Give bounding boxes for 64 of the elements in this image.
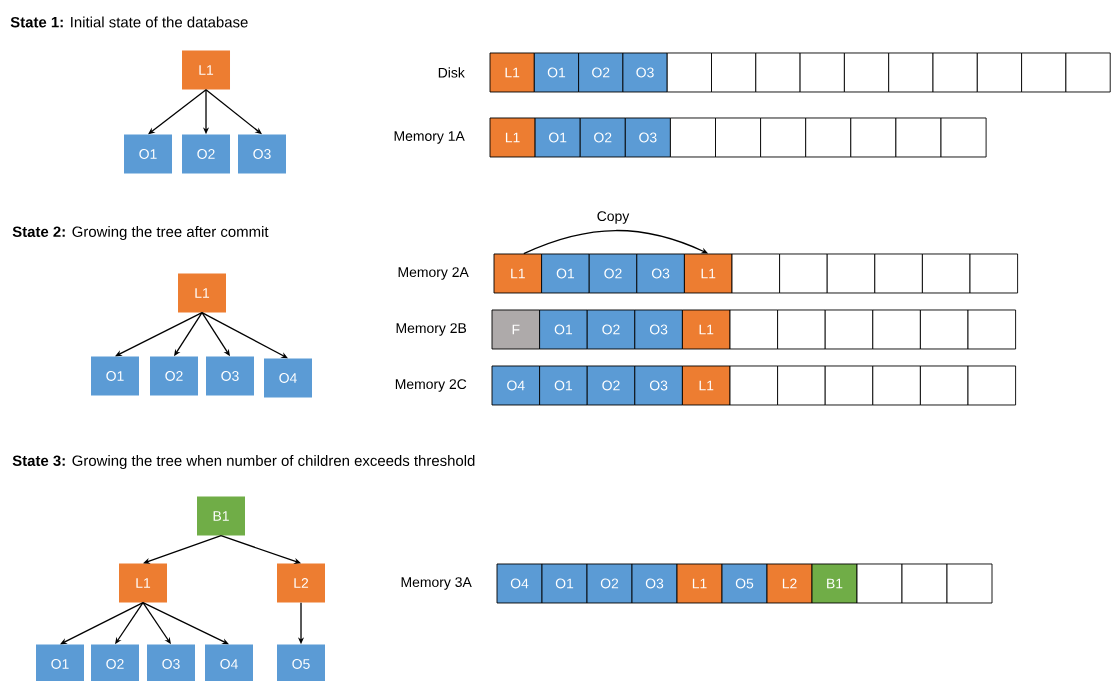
edge-label: Copy <box>595 210 631 225</box>
memory-cell: O2 <box>586 309 636 350</box>
memory-cell: O3 <box>634 309 683 350</box>
memory-cell: O2 <box>586 365 636 406</box>
memory-cell: O2 <box>588 253 638 294</box>
memory-cell: L1 <box>676 563 723 604</box>
row-label: Memory 2B <box>396 323 467 336</box>
tree-node-box: L1 <box>182 50 230 90</box>
tree-node-box: O3 <box>238 134 286 174</box>
tree-node-box: O4 <box>264 358 312 398</box>
tree-node-box: L2 <box>277 563 325 603</box>
memory-cell: L1 <box>681 365 731 406</box>
memory-cell: O1 <box>541 253 590 294</box>
arrow <box>115 312 203 357</box>
arrow <box>60 602 144 645</box>
tree-node-box: O2 <box>91 644 139 681</box>
row-label: Disk <box>438 67 465 78</box>
tree-node-box: O2 <box>150 356 198 396</box>
row-label: Memory 3A <box>401 577 472 590</box>
tree-node-box: L1 <box>178 273 226 313</box>
memory-cell: O3 <box>636 253 685 294</box>
tree-node-box: B1 <box>197 496 245 536</box>
memory-cell: L1 <box>489 52 535 93</box>
memory-cell: L2 <box>766 563 813 604</box>
memory-cell: O1 <box>533 52 580 93</box>
section-heading: State 1: Initial state of the database <box>10 16 248 28</box>
tree-node-box: O1 <box>124 134 172 174</box>
tree-node-box: O5 <box>277 644 325 681</box>
memory-cell: O4 <box>491 365 541 406</box>
tree-node-box: L1 <box>119 563 167 603</box>
tree-node-box: O1 <box>91 356 139 396</box>
memory-cell: L1 <box>493 253 543 294</box>
arrow <box>143 535 222 564</box>
memory-cell: L1 <box>681 309 731 350</box>
arrow <box>142 602 229 645</box>
memory-cell: O4 <box>496 563 543 604</box>
tree-node-box: O1 <box>36 644 84 681</box>
memory-cell: L1 <box>683 253 733 294</box>
memory-cell: F <box>491 309 541 350</box>
memory-cell: O5 <box>721 563 768 604</box>
memory-cell: O3 <box>631 563 678 604</box>
section-heading: State 2: Growing the tree after commit <box>12 226 269 240</box>
arrow <box>201 312 288 359</box>
memory-cell: O2 <box>586 563 633 604</box>
memory-cell: O3 <box>634 365 683 406</box>
memory-cell: O1 <box>539 309 588 350</box>
row-label: Memory 2C <box>395 379 467 392</box>
memory-cell: O1 <box>541 563 588 604</box>
section-heading: State 3: Growing the tree when number of children exceeds threshold <box>12 455 475 469</box>
memory-cell: O2 <box>578 52 624 93</box>
row-label: Memory 1A <box>394 131 465 144</box>
memory-cell: O3 <box>624 117 671 158</box>
tree-node-box: O3 <box>147 644 195 681</box>
memory-cell: O2 <box>579 117 626 158</box>
tree-node-box: O4 <box>205 644 253 681</box>
memory-cell: O1 <box>534 117 581 158</box>
row-label: Memory 2A <box>398 267 469 280</box>
memory-cell: B1 <box>811 563 858 604</box>
memory-cell: O1 <box>539 365 588 406</box>
memory-cell: O3 <box>622 52 668 93</box>
memory-cell: L1 <box>489 117 536 158</box>
tree-node-box: O2 <box>182 134 230 174</box>
arrow <box>220 535 301 564</box>
tree-node-box: O3 <box>206 356 254 396</box>
